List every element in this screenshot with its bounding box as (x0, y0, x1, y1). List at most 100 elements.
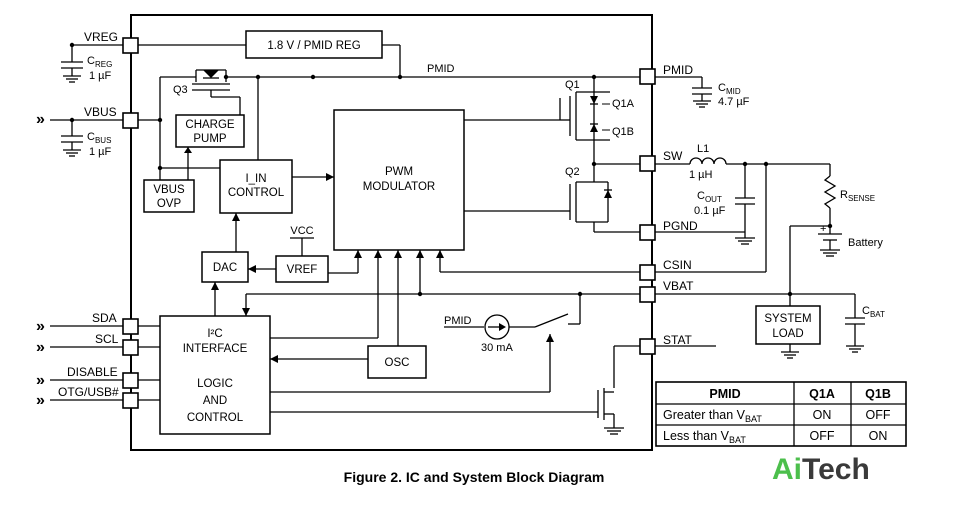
creg-sub: REG (95, 60, 112, 69)
charge-pump-label-1: CHARGE (185, 119, 235, 131)
pmid-source-label: PMID (444, 315, 472, 327)
reg-block: 1.8 V / PMID REG (245, 30, 401, 76)
vcc-label: VCC (290, 225, 313, 237)
table-row-1-pmid: Greater than V (663, 408, 746, 422)
pin-otg (122, 392, 139, 409)
truth-table: PMID Q1A Q1B Greater than VBAT ON OFF Le… (655, 381, 907, 447)
pin-vbat (639, 286, 656, 303)
svg-text:»: » (36, 372, 45, 389)
pwm-block: PWM MODULATOR (333, 109, 560, 251)
cbus-label: C (87, 131, 95, 143)
pin-sw (639, 155, 656, 172)
dac-block: DAC (201, 251, 249, 316)
l1-label: L1 (697, 143, 709, 155)
pin-label-pmid: PMID (663, 63, 693, 77)
pmid-net-label: PMID (427, 63, 455, 75)
stat-transistor (597, 345, 716, 435)
table-header-q1b: Q1B (865, 387, 891, 401)
i2c-label-2: INTERFACE (183, 343, 248, 355)
pin-label-csin: CSIN (663, 258, 692, 272)
cmid-value: 4.7 µF (718, 96, 750, 108)
brand-logo: AiTech (772, 453, 870, 486)
pin-pmid (639, 68, 656, 85)
pin-label-pgnd: PGND (663, 219, 698, 233)
l1-value: 1 µH (689, 169, 713, 181)
vbus-input-arrow: » (36, 111, 45, 128)
vref-block: VREF VCC (248, 225, 362, 283)
cbus-sub: BUS (95, 136, 111, 145)
q1b-label: Q1B (612, 126, 634, 138)
cout-sub: OUT (705, 195, 722, 204)
vbat-feedback (242, 291, 640, 413)
q1-transistor: Q1 Q1A Q1B (559, 77, 635, 164)
svg-text:CMID: CMID (718, 82, 741, 96)
svg-text:Greater than VBAT: Greater than VBAT (663, 408, 762, 424)
rsense-sub: SENSE (848, 194, 875, 203)
pin-label-vbat: VBAT (663, 279, 694, 293)
i2c-label-3: LOGIC (197, 378, 233, 390)
rsense-label: R (840, 189, 848, 201)
creg-value: 1 µF (89, 70, 112, 82)
pin-stat (639, 338, 656, 355)
brand-part-1: Ai (772, 453, 802, 486)
pin-label-vreg: VREG (84, 30, 118, 44)
pin-pgnd (639, 224, 656, 241)
pin-label-vbus: VBUS (84, 105, 117, 119)
pwm-label-1: PWM (385, 166, 413, 178)
table-row-2-sub: BAT (729, 435, 746, 445)
system-load: SYSTEM LOAD CBAT (755, 294, 885, 359)
q1a-label: Q1A (612, 98, 635, 110)
table-row-2-q1a: OFF (810, 429, 835, 443)
creg-label: C (87, 55, 95, 67)
iin-label-1: I_IN (245, 173, 266, 185)
pwm-label-2: MODULATOR (363, 181, 435, 193)
vref-label: VREF (287, 264, 318, 276)
current-source: PMID 30 mA (444, 313, 580, 354)
table-row-1-q1a: ON (813, 408, 832, 422)
vbus-section: » CBUS 1 µF VBUS (36, 76, 220, 171)
q3-transistor: Q3 PMID (173, 63, 640, 115)
output-network: L1 1 µH COUT 0.1 µF RSENSE + Battery (655, 143, 883, 297)
q2-transistor: Q2 (560, 161, 640, 233)
i2c-logic-block: I²C INTERFACE LOGIC AND CONTROL (159, 315, 271, 435)
svg-text:»: » (36, 318, 45, 335)
figure-caption: Figure 2. IC and System Block Diagram (344, 469, 605, 485)
pin-sda (122, 318, 139, 335)
table-header-q1a: Q1A (809, 387, 835, 401)
system-load-label-2: LOAD (772, 328, 803, 340)
table-row-2-q1b: ON (869, 429, 888, 443)
pin-disable (122, 372, 139, 389)
current-label: 30 mA (481, 342, 513, 354)
svg-text:»: » (36, 392, 45, 409)
vbus-ovp-label-1: VBUS (153, 184, 185, 196)
cbat-label: C (862, 305, 870, 317)
pin-label-otg: OTG/USB# (58, 385, 119, 399)
pin-label-disable: DISABLE (67, 365, 118, 379)
pin-label-sda: SDA (92, 311, 117, 325)
table-row-1-sub: BAT (745, 414, 762, 424)
svg-text:Less than VBAT: Less than VBAT (663, 429, 746, 445)
q3-label: Q3 (173, 84, 188, 96)
vbus-ovp-block: VBUS OVP (143, 168, 195, 213)
system-load-label-1: SYSTEM (764, 313, 811, 325)
svg-text:COUT: COUT (697, 190, 722, 204)
osc-block: OSC (270, 345, 427, 379)
pin-label-sw: SW (663, 149, 683, 163)
i2c-label-1: I²C (207, 328, 222, 340)
svg-text:CBAT: CBAT (862, 305, 885, 319)
q1-label: Q1 (565, 79, 580, 91)
battery-label: Battery (848, 237, 883, 249)
cmid-sub: MID (726, 87, 741, 96)
pin-vbus (122, 112, 139, 129)
cmid-capacitor: CMID 4.7 µF (655, 76, 750, 108)
iin-control-block: I_IN CONTROL (219, 77, 334, 252)
iin-label-2: CONTROL (228, 187, 285, 199)
pin-vreg (122, 37, 139, 54)
charge-pump-block: CHARGE PUMP (175, 114, 245, 180)
cbat-sub: BAT (870, 310, 885, 319)
left-pins: » SDA » SCL » DISABLE » OTG/USB# (36, 311, 160, 409)
i2c-label-4: AND (203, 395, 227, 407)
pin-label-scl: SCL (95, 332, 119, 346)
svg-text:CREG: CREG (87, 55, 112, 69)
